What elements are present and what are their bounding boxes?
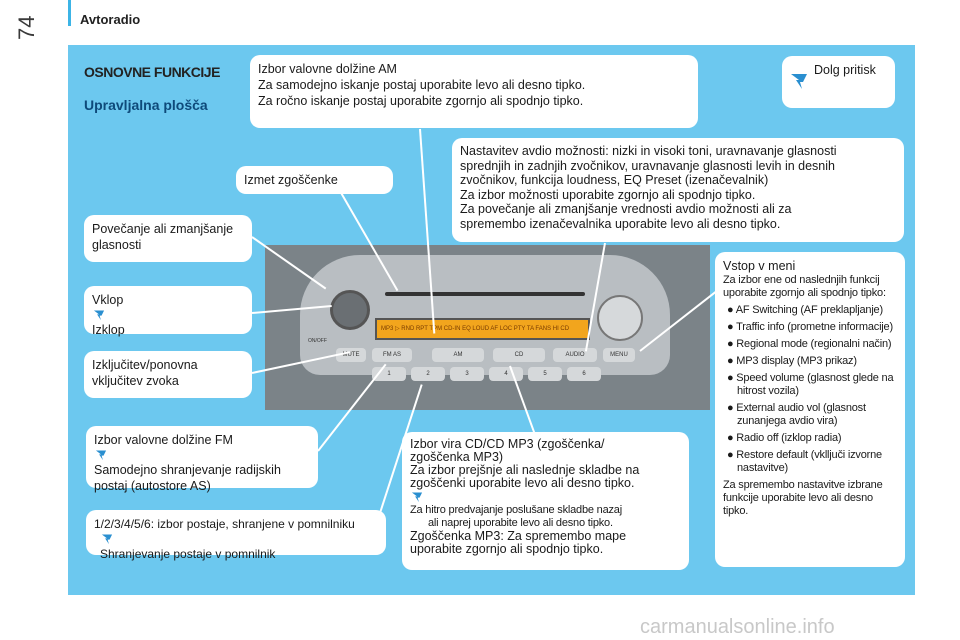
menu-list: ● AF Switching (AF preklapljanje) ● Traff… [723,304,897,475]
menu-item: ● Traffic info (prometne informacije) [727,321,893,333]
long-press-icon [92,308,106,322]
edge-bar [68,0,71,26]
radio-button-cd: CD [493,348,545,362]
section-subtitle: Upravljalna plošča [84,97,208,113]
presets-line-1: 1/2/3/4/5/6: izbor postaje, shranjene v … [94,517,355,531]
radio-button-menu: MENU [603,348,635,362]
mute-line-1: Izključitev/ponovna [92,358,198,372]
callout-presets: 1/2/3/4/5/6: izbor postaje, shranjene v … [86,510,386,561]
long-press-icon [94,448,108,462]
long-press-icon [788,70,810,92]
eject-text: Izmet zgoščenke [244,173,338,187]
callout-eject: Izmet zgoščenke [236,166,393,194]
watermark: carmanualsonline.info [640,616,835,638]
audio-line-1: Nastavitev avdio možnosti: nizki in viso… [460,144,837,158]
audio-line-6: spremembo izenačevalnika uporabite levo … [460,216,781,231]
radio-preset-2: 2 [411,367,445,381]
direction-pad [597,295,643,341]
am-line-3: Za ročno iskanje postaj uporabite zgornj… [258,94,584,108]
callout-am: Izbor valovne dolžine AM Za samodejno is… [250,55,698,128]
menu-item: ● Speed volume (glasnost glede na hitros… [727,372,894,397]
presets-line-2: Shranjevanje postaje v pomnilnik [94,532,378,562]
cd-line-7: Zgoščenka MP3: Za spremembo mape [410,529,627,543]
radio-preset-3: 3 [450,367,484,381]
am-line-2: Za samodejno iskanje postaj uporabite le… [258,78,586,92]
callout-fm: Izbor valovne dolžine FM Samodejno shran… [86,426,318,493]
onoff-label: ON/OFF [308,338,327,344]
fm-line-1: Izbor valovne dolžine FM [94,433,233,447]
volume-line-2: glasnosti [92,238,142,252]
volume-knob [330,290,370,330]
menu-intro: Za izbor ene od naslednjih funkcij upora… [723,274,886,299]
chapter-title: Avtoradio [80,12,141,27]
cd-line-8: uporabite zgornjo ali spodnjo tipko. [410,542,604,556]
radio-preset-6: 6 [567,367,601,381]
menu-item: ● Regional mode (regionalni način) [727,338,892,350]
radio-button-audio: AUDIO [553,348,597,362]
fm-line-2: Samodejno shranjevanje radijskih [94,448,310,478]
audio-line-3: zvočnikov, funkcija loudness, EQ Preset … [460,173,769,187]
menu-item: ● Restore default (vklljuči izvorne nast… [727,449,882,474]
audio-line-5: Za povečanje ali zmanjšanje vrednosti av… [460,202,792,216]
callout-menu: Vstop v meni Za izbor ene od naslednjih … [715,252,905,567]
cd-line-1: Izbor vira CD/CD MP3 (zgoščenka/ [410,437,605,451]
callout-mute: Izključitev/ponovna vključitev zvoka [84,351,252,398]
fm-line-3: postaj (autostore AS) [94,479,211,493]
audio-line-4: Za izbor možnosti uporabite zgornjo ali … [460,187,756,202]
mute-line-2: vključitev zvoka [92,374,179,388]
radio-button-am: AM [432,348,484,362]
cd-line-4: zgoščenki uporabite levo ali desno tipko… [410,476,635,490]
callout-audio: Nastavitev avdio možnosti: nizki in viso… [452,138,904,242]
cd-line-3: Za izbor prejšnje ali naslednje skladbe … [410,463,640,477]
cd-line-5: Za hitro predvajanje poslušane skladbe n… [410,490,681,517]
radio-preset-5: 5 [528,367,562,381]
long-press-text: Dolg pritisk [814,63,876,77]
cd-line-6: ali naprej uporabite levo ali desno tipk… [428,517,613,529]
long-press-legend: Dolg pritisk [782,56,895,108]
long-press-icon [410,490,424,504]
menu-outro: Za spremembo nastavitve izbrane funkcije… [723,479,883,517]
long-press-icon [100,532,114,546]
radio-display: MP3 ▷ RND RPT TPM CD-IN EQ LOUD AF LOC P… [375,318,590,340]
audio-line-2: sprednjih in zadnjih zvočnikov, uravnava… [460,158,835,173]
callout-cd: Izbor vira CD/CD MP3 (zgoščenka/ zgoščen… [402,432,689,570]
cd-slot [385,292,585,296]
power-line-1: Vklop [92,293,124,307]
radio-button-fm-as: FM AS [372,348,412,362]
menu-item: ● AF Switching (AF preklapljanje) [727,304,883,316]
menu-heading: Vstop v meni [723,259,796,273]
cd-line-2: zgoščenka MP3) [410,450,504,464]
callout-power: Vklop Izklop [84,286,252,337]
menu-item: ● MP3 display (MP3 prikaz) [727,355,857,367]
page-number: 74 [14,15,39,40]
power-line-2: Izklop [92,308,244,338]
volume-line-1: Povečanje ali zmanjšanje [92,222,234,236]
menu-item: ● Radio off (izklop radia) [727,432,842,444]
radio-preset-4: 4 [489,367,523,381]
callout-volume: Povečanje ali zmanjšanje glasnosti [84,215,252,262]
menu-item: ● External audio vol (glasnost zunanjega… [727,402,866,427]
section-title: OSNOVNE FUNKCIJE [84,64,220,80]
am-line-1: Izbor valovne dolžine AM [258,62,397,76]
